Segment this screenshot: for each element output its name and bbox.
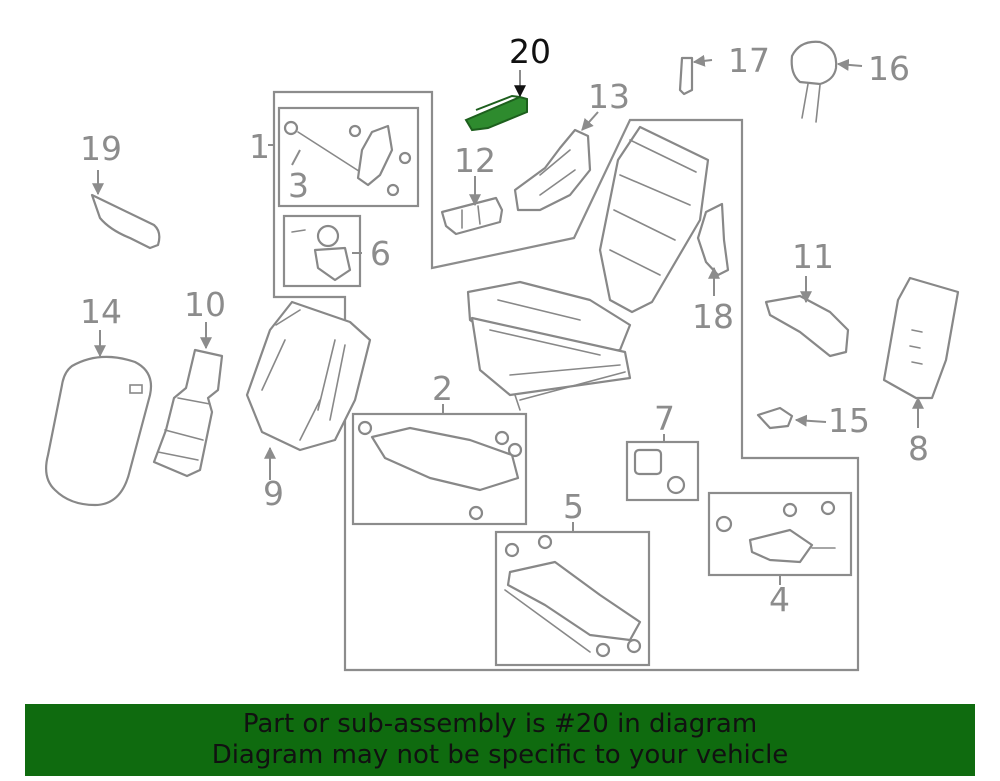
subassembly-2-box <box>351 412 528 526</box>
callout-4: 4 <box>769 580 790 619</box>
part-17 <box>678 56 694 96</box>
part-14-cover <box>45 355 153 507</box>
info-banner: Part or sub-assembly is #20 in diagram D… <box>25 704 975 776</box>
part-3-components <box>283 120 412 197</box>
callout-6: 6 <box>370 234 391 273</box>
callout-2: 2 <box>432 369 453 408</box>
part-18 <box>696 202 730 277</box>
callout-15: 15 <box>828 401 870 440</box>
callout-7: 7 <box>654 399 675 438</box>
part-8-panel <box>882 276 960 400</box>
callout-12: 12 <box>454 141 496 180</box>
part-6-components <box>291 224 352 282</box>
callout-18: 18 <box>692 297 734 336</box>
callout-5: 5 <box>563 487 584 526</box>
part-4-components <box>715 500 836 564</box>
callout-3: 3 <box>288 166 309 205</box>
assembly-1-outline <box>272 90 860 672</box>
subassembly-6-box <box>282 214 362 288</box>
callout-14: 14 <box>80 292 122 331</box>
leader-lines <box>92 54 924 585</box>
seat-frame-main <box>466 125 710 411</box>
part-5-components <box>504 534 642 658</box>
subassembly-7-box <box>625 440 700 502</box>
part-9-frame <box>245 300 372 452</box>
part-15 <box>756 406 794 430</box>
part-19-trim <box>90 193 161 250</box>
callout-11: 11 <box>792 237 834 276</box>
part-20-highlighted <box>464 94 528 132</box>
part-16-headrest <box>790 40 838 123</box>
callout-8: 8 <box>908 429 929 468</box>
callout-10: 10 <box>184 285 226 324</box>
part-12 <box>440 196 504 236</box>
part-7-components <box>633 448 686 495</box>
callout-9: 9 <box>263 474 284 513</box>
banner-line-1: Part or sub-assembly is #20 in diagram <box>242 709 758 739</box>
callout-13: 13 <box>588 77 630 116</box>
callout-20: 20 <box>509 32 551 71</box>
part-2-components <box>357 420 523 521</box>
part-13 <box>513 128 592 212</box>
callout-17: 17 <box>728 41 770 80</box>
part-10-pad <box>152 348 224 478</box>
callout-1: 1 <box>249 127 270 166</box>
callout-19: 19 <box>80 129 122 168</box>
callout-16: 16 <box>868 49 910 88</box>
banner-line-2: Diagram may not be specific to your vehi… <box>211 740 789 770</box>
part-11 <box>764 294 850 358</box>
subassembly-3-box <box>277 106 420 208</box>
